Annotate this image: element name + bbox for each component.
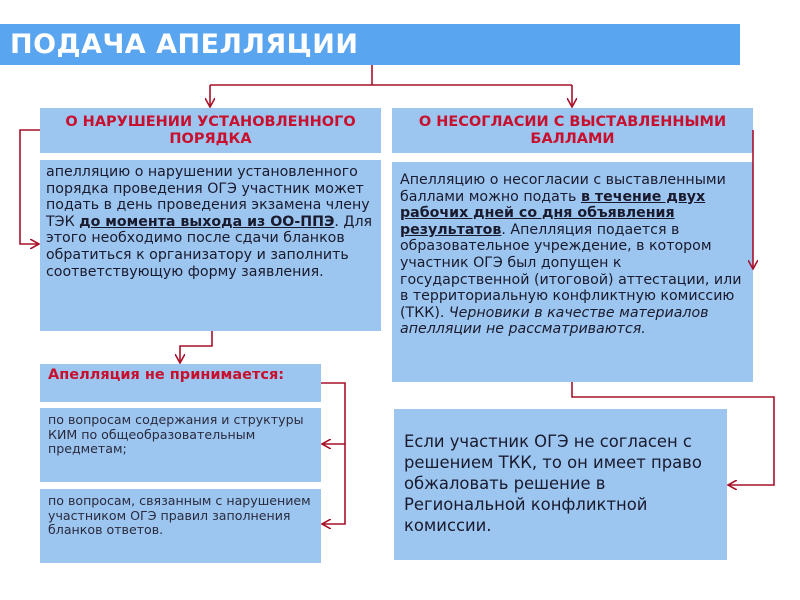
right-body-part2: . Апелляция подается в образовательное у… [400, 221, 742, 321]
right-body-box: Апелляцию о несогласии с выставленными б… [392, 162, 753, 382]
left-body-part2: . Для этого необходимо после сдачи бланк… [46, 213, 373, 280]
right-body-deadline: в течение двух рабочих дней со дня объяв… [400, 188, 706, 238]
rejected-header-box: Апелляция не принимается: [40, 364, 321, 402]
left-body-part1: апелляцию о нарушении установленного пор… [46, 164, 370, 230]
left-side-loop [19, 129, 40, 244]
rejected-item-1-text: по вопросам содержания и структуры КИМ п… [48, 412, 304, 457]
rejected-bracket-1 [321, 382, 346, 444]
regional-text: Если участник ОГЭ не согласен с решением… [404, 432, 702, 535]
regional-box: Если участник ОГЭ не согласен с решением… [394, 409, 727, 560]
page-title: ПОДАЧА АПЕЛЛЯЦИИ [0, 24, 740, 65]
rejected-item-1: по вопросам содержания и структуры КИМ п… [40, 408, 321, 482]
right-header-text: О НЕСОГЛАСИИ С ВЫСТАВЛЕННЫМИ БАЛЛАМИ [418, 113, 727, 147]
rejected-item-2-text: по вопросам, связанным с нарушением учас… [48, 493, 311, 538]
left-body-deadline: до момента выхода из ОО-ППЭ [79, 213, 335, 230]
right-body-part1: Апелляцию о несогласии с выставленными б… [400, 172, 726, 205]
rejected-bracket-2 [323, 444, 346, 524]
left-header-text: О НАРУШЕНИИ УСТАНОВЛЕННОГО ПОРЯДКА [65, 113, 356, 147]
left-header-box: О НАРУШЕНИИ УСТАНОВЛЕННОГО ПОРЯДКА [40, 108, 381, 153]
left-body-to-rejected [180, 331, 213, 362]
left-body-box: апелляцию о нарушении установленного пор… [40, 160, 381, 331]
rejected-header-text: Апелляция не принимается: [48, 367, 285, 383]
rejected-item-2: по вопросам, связанным с нарушением учас… [40, 489, 321, 563]
right-body-italic-note: Черновики в качестве материалов апелляци… [400, 304, 709, 338]
right-header-box: О НЕСОГЛАСИИ С ВЫСТАВЛЕННЫМИ БАЛЛАМИ [392, 108, 753, 153]
